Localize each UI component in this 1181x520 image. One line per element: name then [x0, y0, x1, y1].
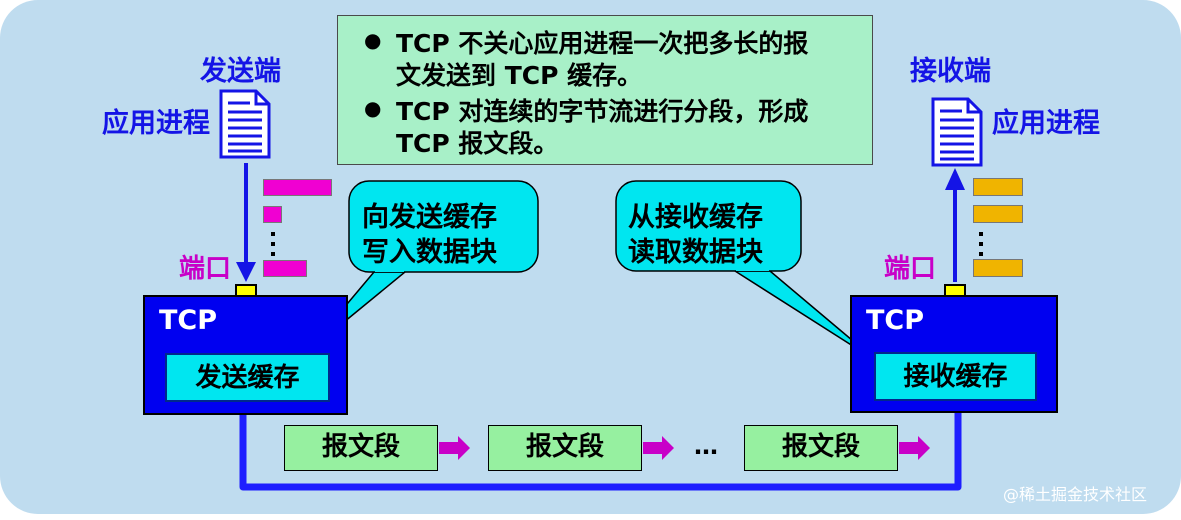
note-bullet-1-line-1: TCP 不关心应用进程一次把多长的报: [396, 29, 809, 58]
watermark: @稀土掘金技术社区: [1003, 485, 1148, 504]
segment-box: 报文段: [488, 425, 642, 471]
segment-box: 报文段: [744, 425, 898, 471]
document-icon: [219, 89, 271, 159]
data-block: [973, 259, 1023, 277]
segment-box: 报文段: [284, 425, 438, 471]
note-bullet-2-line-1: TCP 对连续的字节流进行分段，形成: [396, 97, 809, 126]
receiver-tcp-label: TCP: [866, 305, 925, 336]
data-block: [973, 178, 1023, 196]
data-block: [973, 205, 1023, 223]
receiver-app-label: 应用进程: [992, 108, 1100, 139]
document-icon: [931, 97, 983, 167]
segment-arrow: [643, 436, 674, 460]
segment-ellipsis: …: [694, 432, 718, 460]
bullet-icon: ●: [364, 28, 382, 52]
data-block: [263, 206, 282, 223]
write-callout-line-2: 写入数据块: [362, 237, 497, 268]
segment-arrow: [439, 436, 470, 460]
sender-tcp-label: TCP: [159, 305, 218, 336]
bullet-icon: ●: [364, 96, 382, 120]
send-buffer: 发送缓存: [165, 353, 330, 402]
receive-buffer: 接收缓存: [874, 352, 1037, 401]
write-callout-line-1: 向发送缓存: [362, 202, 497, 233]
read-callout-line-1: 从接收缓存: [628, 202, 763, 233]
sender-app-label: 应用进程: [102, 108, 210, 139]
sender-title: 发送端: [200, 56, 281, 87]
vertical-ellipsis: [979, 232, 985, 262]
segment-arrow: [899, 436, 930, 460]
data-block: [263, 179, 332, 196]
transmission-channel: [239, 412, 962, 491]
read-callout-line-2: 读取数据块: [628, 237, 763, 268]
note-bullet-1-line-2: 文发送到 TCP 缓存。: [396, 61, 643, 90]
note-bullet-2-line-2: TCP 报文段。: [396, 129, 559, 158]
note-box: ● TCP 不关心应用进程一次把多长的报 文发送到 TCP 缓存。 ● TCP …: [337, 15, 873, 165]
read-callout: [615, 180, 879, 363]
sender-port-label: 端口: [179, 254, 232, 284]
data-block: [263, 260, 307, 277]
vertical-ellipsis: [271, 232, 277, 262]
receiver-port-label: 端口: [884, 254, 937, 284]
receiver-title: 接收端: [910, 56, 991, 87]
